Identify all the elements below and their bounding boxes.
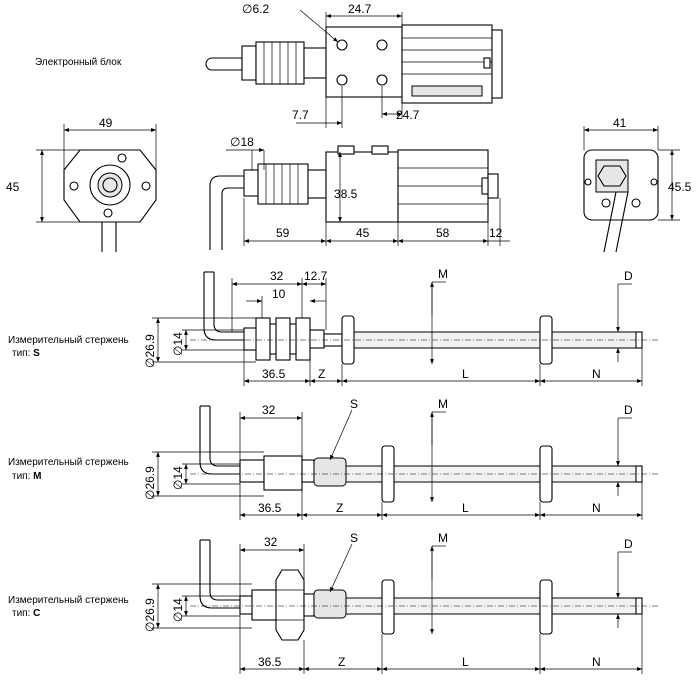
dim-hole-diameter: ∅6.2 (242, 2, 269, 16)
dim-front-height: 45 (6, 180, 20, 194)
rod-m-dim-diameter: ∅26.9 (143, 466, 157, 500)
rod-c-dim-l: L (462, 655, 469, 669)
rear-view (583, 126, 680, 253)
dim-front-width: 49 (99, 116, 113, 130)
rod-s-dim-thread: 10 (272, 287, 286, 301)
dim-block-length: 45 (356, 226, 370, 240)
rod-s-drawing (152, 271, 660, 386)
rod-c-dim-head: 36.5 (258, 655, 282, 669)
rod-m-dim-n: N (592, 501, 601, 515)
dim-rear-width: 41 (613, 116, 627, 130)
rod-s-dim-nut: 12.7 (304, 269, 328, 283)
electronic-unit-label: Электронный блок (35, 56, 122, 68)
dim-bottom-width: 24.7 (396, 108, 420, 122)
rod-m-label-line1: Измерительный стержень (8, 457, 129, 468)
rod-s-dim-d: D (624, 269, 633, 283)
dim-cap-length: 12 (489, 226, 503, 240)
dim-cable-diameter: ∅18 (230, 135, 254, 149)
rod-m-dim-d: D (624, 403, 633, 417)
rod-s-dim-l: L (462, 367, 469, 381)
rod-c-dim-n: N (592, 655, 601, 669)
rod-c-dim-diameter: ∅26.9 (143, 598, 157, 632)
front-view (36, 124, 157, 252)
rod-s-dim-m: M (438, 267, 448, 281)
rod-c-dim-z: Z (338, 655, 345, 669)
dim-rear-height: 45.5 (668, 180, 692, 194)
rod-m-dim-l: L (462, 501, 469, 515)
rod-s-dim-head: 36.5 (262, 367, 286, 381)
rod-m-dim-z: Z (336, 501, 343, 515)
top-view (205, 9, 503, 128)
rod-s-dim-inner: ∅14 (171, 332, 185, 356)
dim-top-width: 24.7 (348, 2, 372, 16)
rod-c-dim-inner: ∅14 (171, 598, 185, 622)
rod-c-label-line2: тип: C (12, 608, 40, 619)
dim-housing-length: 58 (436, 226, 450, 240)
dim-cable-length: 59 (276, 226, 290, 240)
rod-s-dim-z: Z (318, 367, 325, 381)
dim-block-height: 38.5 (334, 187, 358, 201)
rod-s-dim-n: N (592, 367, 601, 381)
rod-c-dim-s: S (350, 531, 358, 545)
rod-s-label-line2: тип: S (12, 348, 40, 359)
rod-m-dim-inner: ∅14 (171, 466, 185, 490)
rod-s-label-line1: Измерительный стержень (8, 335, 129, 346)
rod-c-drawing (152, 539, 660, 674)
dim-left-offset: 7.7 (292, 108, 309, 122)
rod-m-label-line2: тип: M (12, 471, 41, 482)
rod-c-dim-d: D (624, 537, 633, 551)
rod-s-dim-flange: 32 (270, 269, 284, 283)
rod-c-dim-m: M (438, 531, 448, 545)
rod-m-dim-head: 36.5 (258, 501, 282, 515)
rod-c-label-line1: Измерительный стержень (8, 595, 129, 606)
rod-s-dim-diameter: ∅26.9 (143, 334, 157, 368)
rod-m-drawing (152, 405, 660, 520)
rod-m-dim-m: M (438, 397, 448, 411)
rod-m-dim-flange: 32 (262, 403, 276, 417)
rod-m-dim-s: S (350, 397, 358, 411)
side-view (209, 145, 510, 250)
rod-c-dim-flange: 32 (264, 535, 278, 549)
